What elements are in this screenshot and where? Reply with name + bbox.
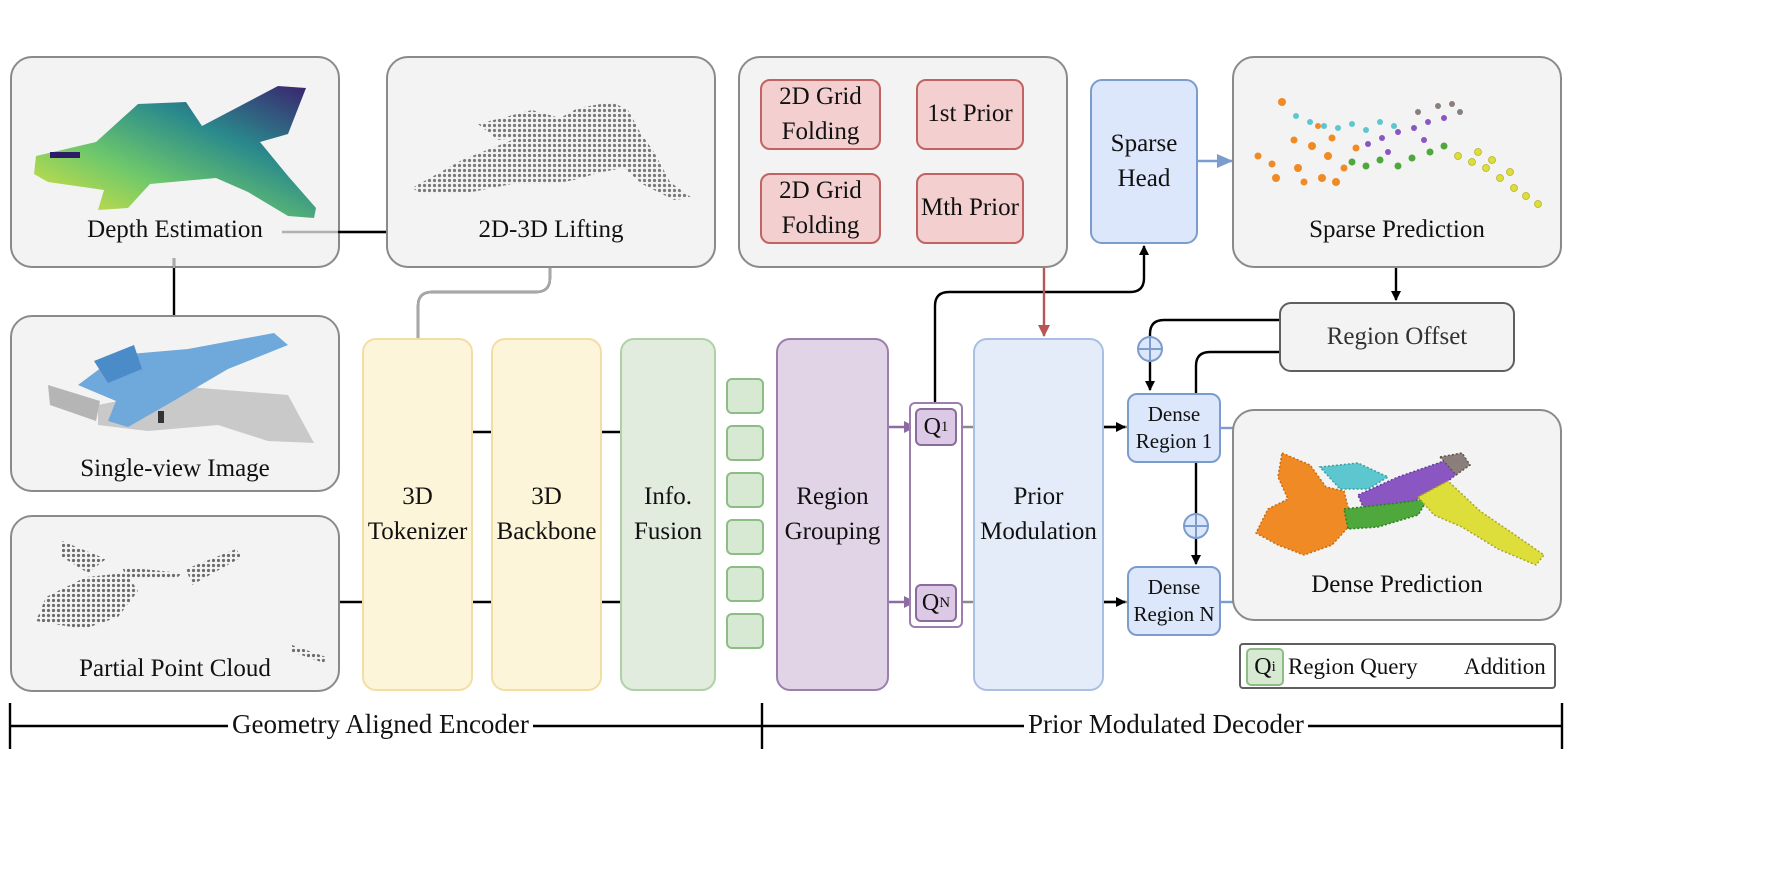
partial-cloud-panel: Partial Point Cloud (10, 515, 340, 692)
dense-prediction-label: Dense Prediction (1311, 571, 1483, 598)
partial-cloud-icon (36, 541, 326, 663)
feature-token (726, 566, 764, 602)
encoder-section-label: Geometry Aligned Encoder (228, 709, 533, 740)
region-offset: Region Offset (1279, 302, 1515, 372)
sparse-prediction-label: Sparse Prediction (1309, 216, 1485, 243)
feature-token (726, 472, 764, 508)
feature-token (726, 613, 764, 649)
legend-query-label: Region Query (1288, 654, 1418, 679)
decoder-section-label: Prior Modulated Decoder (1024, 709, 1308, 740)
mth-prior: Mth Prior (916, 173, 1024, 244)
point-cloud-icon (412, 102, 692, 200)
first-prior: 1st Prior (916, 79, 1024, 150)
sparse-points-icon (1254, 98, 1542, 208)
addition-icon (1137, 336, 1163, 362)
addition-icon (1183, 513, 1209, 539)
legend (1239, 643, 1556, 689)
feature-token (726, 425, 764, 461)
partial-cloud-label: Partial Point Cloud (79, 655, 271, 682)
single-view-label: Single-view Image (80, 455, 270, 482)
depth-estimation-panel: Depth Estimation (10, 56, 340, 268)
fusion-block: Info.Fusion (620, 338, 716, 691)
airplane-image-icon (48, 333, 314, 443)
lifting-label: 2D-3D Lifting (478, 216, 624, 243)
single-view-panel: Single-view Image (10, 315, 340, 492)
dense-prediction-panel: Dense Prediction (1232, 409, 1562, 621)
depth-map-icon (34, 86, 316, 218)
feature-token (726, 378, 764, 414)
dense-points-icon (1255, 451, 1546, 566)
legend-addition-label: Addition (1464, 654, 1546, 679)
feature-token (726, 519, 764, 555)
depth-estimation-label: Depth Estimation (87, 216, 263, 243)
sparse-prediction-panel: Sparse Prediction (1232, 56, 1562, 268)
lifting-panel: 2D-3D Lifting (386, 56, 716, 268)
